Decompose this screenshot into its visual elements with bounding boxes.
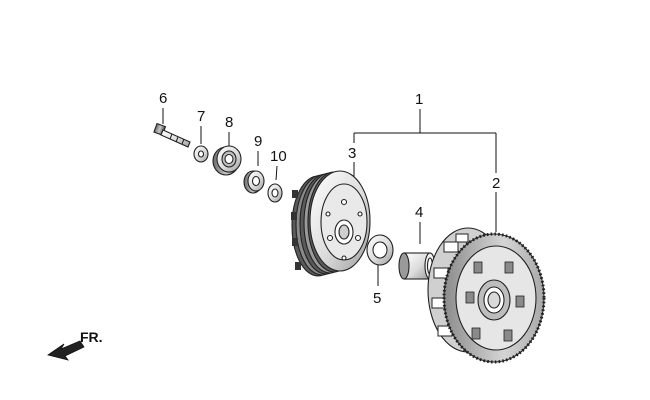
clutch-plate-assembly <box>291 170 371 277</box>
callout-10: 10 <box>270 148 287 165</box>
callout-9-group: 9 <box>254 133 262 166</box>
lock-nut-part <box>243 170 265 194</box>
callout-6-group: 6 <box>159 90 167 124</box>
callout-2: 2 <box>492 175 500 192</box>
callout-5: 5 <box>373 290 381 307</box>
callout-4: 4 <box>415 204 423 221</box>
front-label: FR. <box>80 329 103 345</box>
front-direction-indicator: FR. <box>47 329 103 361</box>
callout-1: 1 <box>415 91 423 108</box>
callout-1-group: 1 <box>353 91 497 173</box>
callout-4-group: 4 <box>415 204 423 244</box>
callout-7-group: 7 <box>197 108 205 144</box>
bolt-part <box>153 122 191 148</box>
callout-9: 9 <box>254 133 262 150</box>
callout-3-group: 3 <box>348 145 356 178</box>
washer-part <box>193 145 209 163</box>
callout-8: 8 <box>225 114 233 131</box>
clutch-housing-part <box>427 227 546 364</box>
callout-5-group: 5 <box>373 262 381 307</box>
callout-2-group: 2 <box>492 175 500 232</box>
callout-3: 3 <box>348 145 356 162</box>
front-arrow-icon <box>47 340 85 361</box>
callout-8-group: 8 <box>225 114 233 148</box>
spacer-washer-part <box>267 183 283 203</box>
callout-7: 7 <box>197 108 205 125</box>
splined-washer-part <box>366 234 394 266</box>
bearing-part <box>212 145 242 176</box>
callout-10-group: 10 <box>270 148 287 181</box>
callout-6: 6 <box>159 90 167 107</box>
